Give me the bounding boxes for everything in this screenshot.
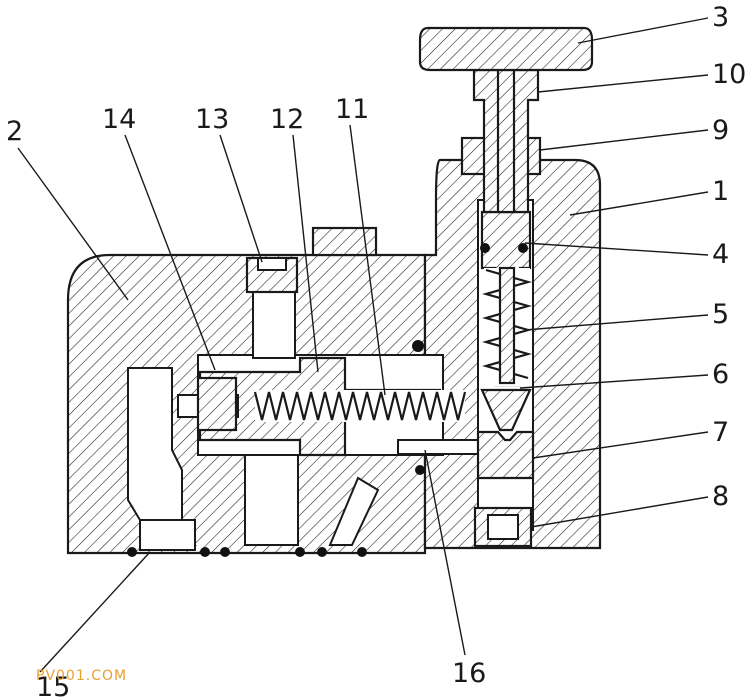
label-3: 3: [712, 2, 729, 33]
passage-16: [397, 439, 481, 455]
label-4: 4: [712, 239, 729, 270]
watermark-text: PV001.COM: [36, 668, 127, 684]
stem-center: [496, 68, 516, 214]
port-15: [139, 519, 196, 551]
leader-lines: [17, 17, 709, 673]
o-rings: [127, 243, 528, 557]
spring-guide: [498, 266, 516, 385]
label-16: 16: [452, 658, 486, 689]
label-5: 5: [712, 299, 729, 330]
label-14: 14: [102, 104, 136, 135]
label-8: 8: [712, 481, 729, 512]
vertical-bore-13: [252, 289, 296, 359]
plug-8-slot: [487, 514, 519, 540]
label-12: 12: [270, 104, 304, 135]
label-9: 9: [712, 115, 729, 146]
label-15: 15: [36, 672, 70, 700]
lower-bore: [244, 454, 299, 546]
poppet-6: [480, 388, 532, 432]
seat-7: [476, 430, 535, 480]
label-13: 13: [195, 104, 229, 135]
label-6: 6: [712, 359, 729, 390]
label-11: 11: [335, 94, 369, 125]
label-2: 2: [6, 116, 23, 147]
handwheel-3: [418, 26, 594, 72]
diagonal-passage: [328, 476, 380, 546]
label-7: 7: [712, 417, 729, 448]
label-10: 10: [712, 59, 746, 90]
spring-11: [253, 390, 467, 422]
spool-head: [196, 376, 238, 432]
plug-13-slot: [257, 257, 287, 271]
label-1: 1: [712, 176, 729, 207]
